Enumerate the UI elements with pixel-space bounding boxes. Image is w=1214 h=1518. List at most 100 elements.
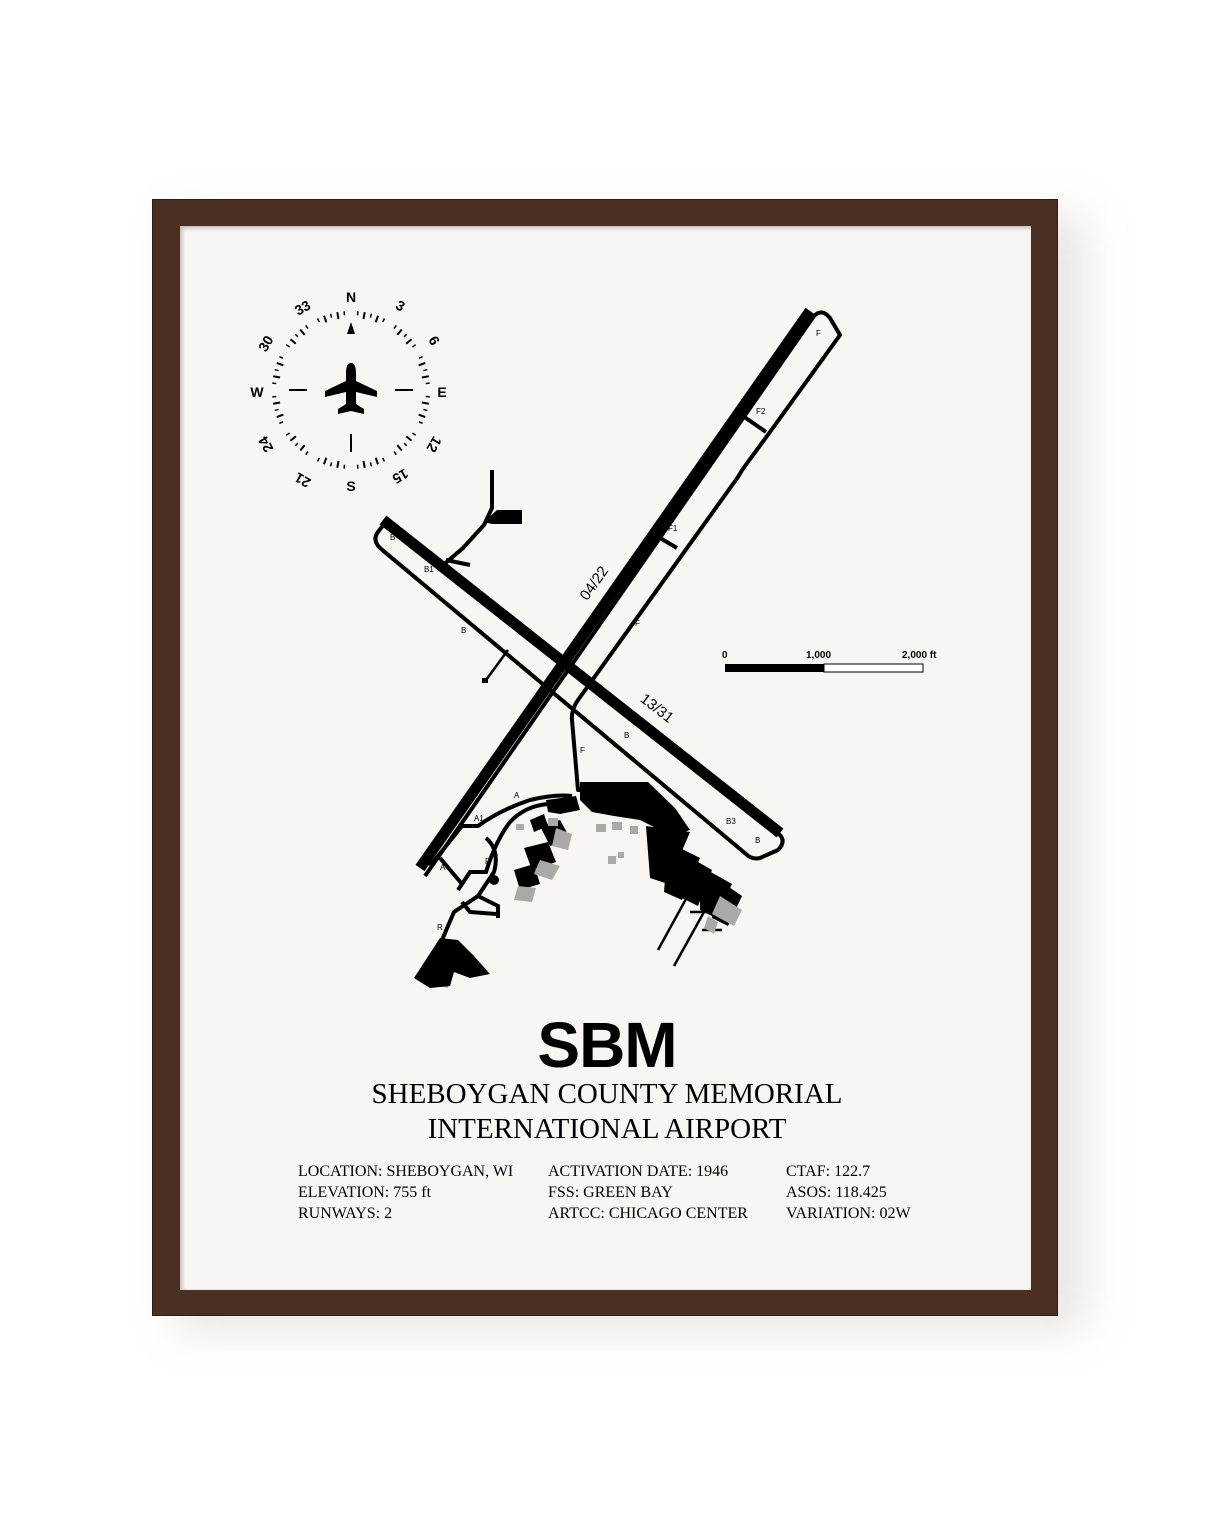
compass-minor-tick — [279, 355, 284, 359]
compass-tick — [323, 315, 328, 323]
info-column-3: CTAF: 122.7 ASOS: 118.425 VARIATION: 02W — [786, 1161, 911, 1224]
taxiway-label-r-south: R — [437, 923, 443, 932]
info-location: LOCATION: SHEBOYGAN, WI — [298, 1163, 514, 1180]
airplane-icon — [325, 363, 377, 414]
compass-minor-tick — [285, 344, 290, 348]
compass-tick — [276, 362, 284, 367]
compass-minor-tick — [412, 432, 417, 436]
compass-minor-tick — [418, 355, 423, 359]
compass-tick — [374, 315, 379, 323]
poster-mat — [180, 226, 1031, 1290]
compass-n-label: N — [346, 289, 356, 305]
compass-6-label: 6 — [425, 333, 443, 348]
taxiway-label-b-mid: B — [461, 626, 466, 635]
compass-21-label: 21 — [292, 469, 314, 491]
compass-tick — [289, 435, 297, 442]
taxiway-label-r-north: R — [485, 857, 491, 866]
compass-tick — [362, 460, 366, 468]
scale-label-0: 0 — [722, 650, 728, 661]
info-runways: RUNWAYS: 2 — [298, 1205, 393, 1222]
compass-minor-tick — [316, 457, 320, 462]
taxiway-label-f-south: F — [580, 746, 585, 755]
compass-minor-tick — [369, 462, 373, 467]
taxiway-label-b3: B3 — [726, 817, 736, 826]
taxiway-a-outline — [428, 793, 573, 868]
compass-tick — [405, 338, 413, 345]
compass-minor-tick — [393, 324, 397, 329]
taxiway-label-b-end: B — [755, 836, 760, 845]
compass-minor-tick — [382, 457, 386, 462]
info-ctaf: CTAF: 122.7 — [786, 1163, 871, 1180]
taxiway-label-b-west: B — [390, 533, 395, 542]
compass-minor-tick — [423, 368, 428, 372]
compass-minor-tick — [369, 313, 373, 318]
compass-rose: N E S W 3 6 12 15 21 24 30 33 — [250, 289, 446, 494]
compass-tick — [421, 401, 429, 405]
compass-tick — [362, 312, 366, 320]
compass-tick — [273, 401, 281, 405]
compass-24-label: 24 — [255, 434, 277, 456]
compass-minor-tick — [316, 318, 320, 323]
taxiway-label-f-mid: F — [635, 619, 640, 628]
compass-tick — [374, 457, 379, 465]
compass-minor-tick — [305, 324, 309, 329]
compass-33-label: 33 — [292, 297, 314, 319]
taxiway-label-f-north: F — [816, 329, 821, 338]
taxiway-label-a-north: A — [514, 791, 520, 800]
compass-e-label: E — [437, 384, 446, 400]
compass-tick — [421, 375, 429, 379]
info-activation-date: ACTIVATION DATE: 1946 — [548, 1163, 729, 1180]
runway-04-22 — [415, 307, 815, 872]
scale-label-2000: 2,000 ft — [902, 650, 937, 661]
airport-code: SBM — [537, 1009, 677, 1081]
taxiway-label-b1: B1 — [424, 565, 434, 574]
info-artcc: ARTCC: CHICAGO CENTER — [548, 1205, 748, 1222]
compass-tick — [336, 460, 340, 468]
airport-name-line2: INTERNATIONAL AIRPORT — [427, 1113, 787, 1145]
compass-minor-tick — [412, 344, 417, 348]
compass-tick — [396, 328, 403, 336]
runway-13-31 — [379, 515, 784, 838]
compass-tick — [289, 338, 297, 345]
compass-minor-tick — [403, 442, 408, 447]
info-asos: ASOS: 118.425 — [786, 1184, 887, 1201]
airfield — [373, 307, 842, 988]
airport-name-line1: SHEBOYGAN COUNTY MEMORIAL — [371, 1078, 843, 1110]
info-elevation: ELEVATION: 755 ft — [298, 1184, 432, 1201]
compass-tick — [405, 435, 413, 442]
info-column-2: ACTIVATION DATE: 1946 FSS: GREEN BAY ART… — [548, 1161, 748, 1224]
compass-minor-tick — [382, 318, 386, 323]
compass-minor-tick — [285, 432, 290, 436]
taxiway-label-b-east: B — [624, 731, 629, 740]
compass-tick — [336, 312, 340, 320]
taxiway-f-outline — [423, 310, 842, 878]
compass-minor-tick — [393, 451, 397, 456]
north-pointer-icon — [347, 322, 355, 334]
taxiway-label-f2: F2 — [756, 407, 766, 416]
compass-tick — [273, 375, 281, 379]
compass-minor-tick — [274, 368, 279, 372]
compass-tick — [323, 457, 328, 465]
main-apron — [580, 782, 690, 836]
compass-w-label: W — [250, 384, 264, 400]
compass-minor-tick — [418, 421, 423, 425]
compass-tick — [299, 328, 306, 336]
taxiway-label-a-south: A — [440, 863, 446, 872]
compass-minor-tick — [403, 333, 408, 338]
compass-tick — [299, 444, 306, 452]
compass-tick — [396, 444, 403, 452]
compass-s-label: S — [346, 478, 355, 494]
compass-minor-tick — [279, 421, 284, 425]
compass-minor-tick — [329, 462, 333, 467]
compass-30-label: 30 — [255, 333, 277, 355]
scale-bar: 0 1,000 2,000 ft — [722, 650, 937, 673]
compass-15-label: 15 — [390, 466, 412, 488]
taxiway-label-f1: F1 — [668, 524, 678, 533]
compass-minor-tick — [423, 408, 428, 412]
compass-tick — [418, 413, 426, 418]
compass-12-label: 12 — [423, 434, 445, 456]
info-column-1: LOCATION: SHEBOYGAN, WI ELEVATION: 755 f… — [298, 1161, 513, 1224]
info-variation: VARIATION: 02W — [786, 1205, 911, 1222]
compass-minor-tick — [294, 333, 299, 338]
